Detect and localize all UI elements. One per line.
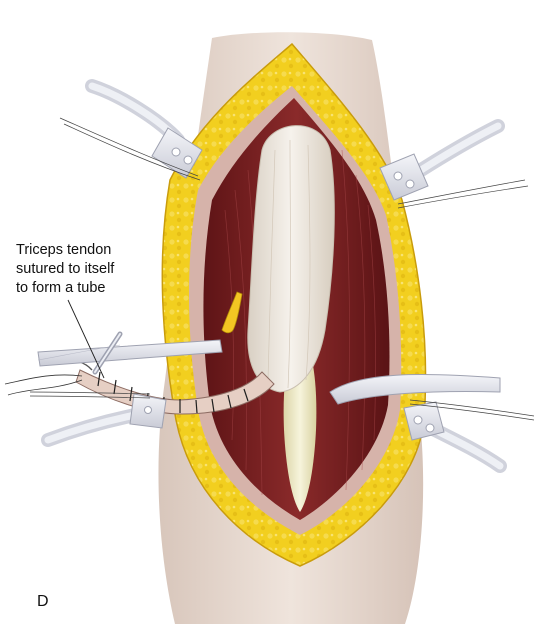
callout-line-2: sutured to itself	[16, 261, 115, 277]
tendon-fibers	[267, 139, 311, 389]
rake-head-bottom-right	[403, 401, 445, 441]
retractor-top-left	[85, 79, 185, 147]
retractor-bottom-left	[41, 407, 147, 447]
rake-head-top-left	[151, 127, 203, 179]
callout-line-3: to form a tube	[16, 280, 106, 296]
retractor-icon	[129, 127, 445, 441]
callout-leader-line	[67, 299, 105, 379]
forceps-icon	[37, 331, 223, 375]
callout-line-1: Triceps tendon	[16, 242, 112, 258]
rake-head-top-right	[379, 153, 429, 201]
suture-thread	[4, 374, 83, 396]
ulnar-nerve	[221, 291, 243, 334]
rake-head-bottom-left	[129, 393, 167, 429]
retraction-sutures	[29, 117, 535, 421]
retractor-top-right	[411, 119, 505, 179]
tendon-callout-label: Triceps tendon sutured to itself to form…	[16, 241, 114, 298]
panel-letter: D	[37, 593, 49, 610]
retractor-blade-right	[329, 374, 501, 405]
